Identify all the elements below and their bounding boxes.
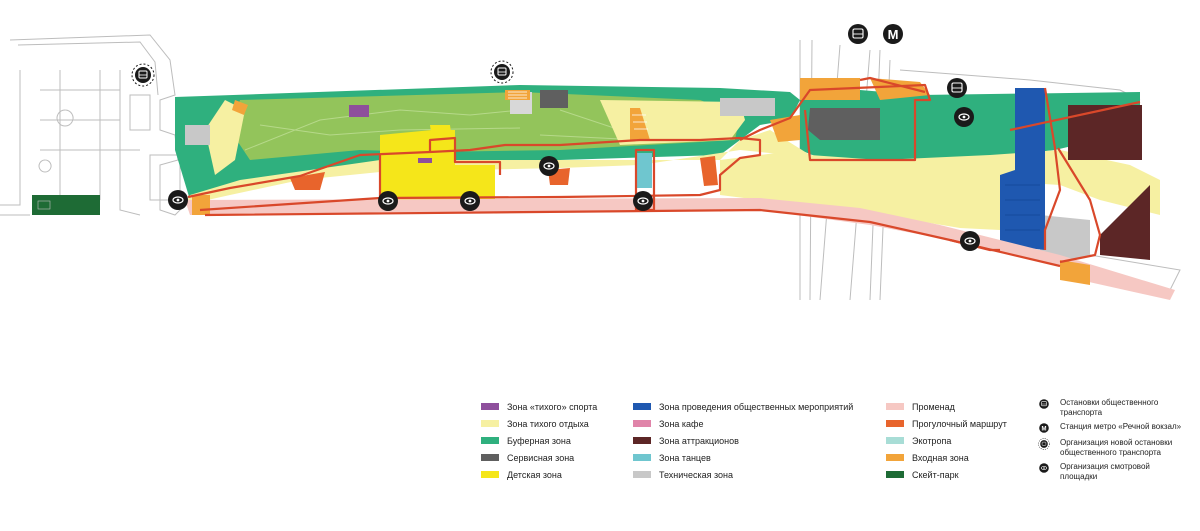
attractions-zone-south (1100, 185, 1150, 260)
legend-icon-item: Организация новой остановки общественног… (1038, 438, 1188, 458)
viewpoint-markers (168, 107, 980, 251)
legend-swatch (886, 454, 904, 461)
legend-swatch (886, 471, 904, 478)
viewpoint-icon[interactable] (539, 156, 559, 176)
legend-swatch (633, 420, 651, 427)
legend-item: Детская зона (481, 466, 597, 483)
legend-label: Прогулочный маршрут (912, 418, 1007, 429)
park-zoning-map: М (0, 24, 1181, 301)
viewpoint-icon[interactable] (954, 107, 974, 127)
skate-park-zone (32, 195, 100, 215)
legend-icon-label: Организация новой остановки общественног… (1060, 438, 1173, 457)
viewpoint-icon[interactable] (460, 191, 480, 211)
legend-icon-item: Организация смотровой площадки (1038, 462, 1188, 482)
legend-label: Входная зона (912, 452, 969, 463)
legend-item: Зона «тихого» спорта (481, 398, 597, 415)
technical-zone-north (185, 125, 210, 145)
metro-icon[interactable]: М (883, 24, 903, 44)
new-bus-stop-icon (1038, 438, 1050, 450)
legend-label: Зона танцев (659, 452, 711, 463)
legend-swatch (481, 403, 499, 410)
legend-swatch (886, 403, 904, 410)
legend-item: Зона аттракционов (633, 432, 853, 449)
svg-text:М: М (1042, 426, 1047, 432)
legend-swatch (886, 437, 904, 444)
viewpoint-icon[interactable] (633, 191, 653, 211)
service-zone-north (540, 90, 568, 108)
legend-label: Сервисная зона (507, 452, 575, 463)
legend-item: Техническая зона (633, 466, 853, 483)
walk-route (187, 76, 1141, 268)
metro-icon: М (1039, 423, 1049, 433)
legend-swatch (633, 471, 651, 478)
new-bus-stop-markers (131, 60, 514, 87)
legend-swatch (481, 454, 499, 461)
metro-letter: М (888, 27, 899, 42)
viewpoint-icon[interactable] (960, 231, 980, 251)
events-zone (1000, 88, 1045, 250)
viewpoint-icon[interactable] (378, 191, 398, 211)
legend-icon-item: Остановки общественного транспорта (1038, 398, 1188, 418)
legend-icons: Остановки общественного транспорта М Ста… (1038, 398, 1188, 486)
legend-item: Променад (886, 398, 1007, 415)
attractions-zone-north (1068, 105, 1142, 160)
legend-label: Зона «тихого» спорта (507, 401, 598, 412)
bus-stop-icon (1039, 399, 1049, 409)
legend-label: Детская зона (507, 469, 562, 480)
legend-swatch (886, 420, 904, 427)
legend-item: Скейт-парк (886, 466, 1007, 483)
legend-icon-label: Организация смотровой площадки (1060, 462, 1150, 481)
bus-stop-markers (848, 24, 967, 98)
new-bus-stop-icon[interactable] (131, 63, 155, 87)
legend-swatch (633, 437, 651, 444)
legend-item: Зона танцев (633, 449, 853, 466)
legend-label: Экотропа (912, 435, 952, 446)
legend-label: Буферная зона (507, 435, 571, 446)
legend-swatch (481, 437, 499, 444)
legend-item: Зона тихого отдыха (481, 415, 597, 432)
legend-swatch (481, 420, 499, 427)
technical-zone-east (1040, 215, 1090, 262)
legend-item: Экотропа (886, 432, 1007, 449)
legend-label: Зона проведения общественных мероприятий (659, 401, 854, 412)
viewpoint-icon (1039, 463, 1049, 473)
new-bus-stop-icon[interactable] (490, 60, 514, 84)
quiet-rest-zone-north (205, 100, 245, 175)
quiet-sport-zone (349, 105, 369, 117)
dance-zone (636, 153, 652, 188)
legend-column-2: Зона проведения общественных мероприятий… (633, 398, 853, 483)
viewpoint-icon[interactable] (168, 190, 188, 210)
legend-item: Зона проведения общественных мероприятий (633, 398, 853, 415)
legend-label: Скейт-парк (912, 469, 959, 480)
legend-item: Зона кафе (633, 415, 853, 432)
promenade (185, 198, 1175, 300)
legend-item: Сервисная зона (481, 449, 597, 466)
legend-icon-label: Остановки общественного транспорта (1060, 398, 1159, 417)
legend-item: Прогулочный маршрут (886, 415, 1007, 432)
legend-label: Зона аттракционов (659, 435, 739, 446)
bus-stop-icon[interactable] (848, 24, 868, 44)
bus-stop-icon[interactable] (947, 78, 967, 98)
legend-swatch (633, 454, 651, 461)
legend-label: Променад (912, 401, 955, 412)
legend-label: Зона кафе (659, 418, 704, 429)
kids-zone (380, 130, 495, 200)
service-zone-east (808, 108, 880, 140)
legend-item: Буферная зона (481, 432, 597, 449)
legend-swatch (481, 471, 499, 478)
legend-item: Входная зона (886, 449, 1007, 466)
legend-icon-label: Станция метро «Речной вокзал» (1060, 422, 1182, 431)
legend-swatch (633, 403, 651, 410)
legend-label: Техническая зона (659, 469, 734, 480)
legend-icon-item: М Станция метро «Речной вокзал» (1038, 422, 1188, 434)
legend-label: Зона тихого отдыха (507, 418, 589, 429)
